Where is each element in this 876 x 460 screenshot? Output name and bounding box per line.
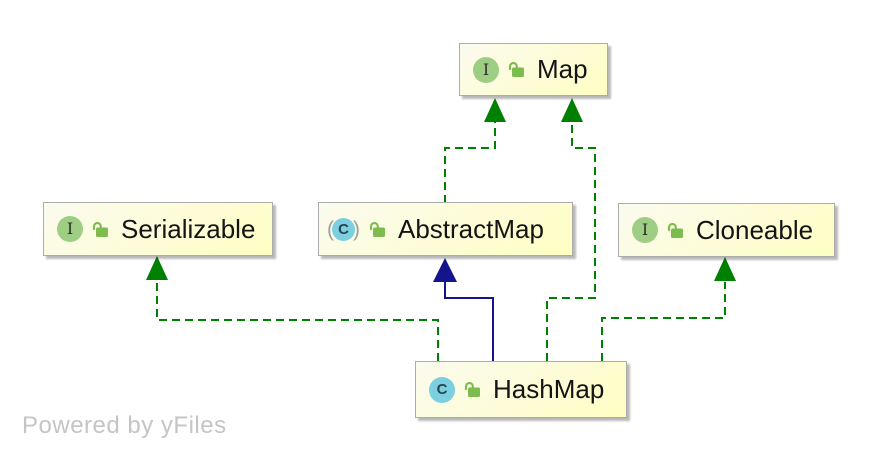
class-icon: C xyxy=(429,376,455,403)
triangle-arrowhead-icon xyxy=(561,98,583,122)
node-label: HashMap xyxy=(493,374,605,404)
edge-line[interactable] xyxy=(601,282,726,361)
class-icon-letter: C xyxy=(436,381,448,398)
node-label: Serializable xyxy=(121,213,256,244)
edge-hashmap-extends-abstractmap[interactable] xyxy=(433,258,494,361)
node-cloneable[interactable]: I Cloneable xyxy=(618,203,835,257)
interface-icon-letter: I xyxy=(66,219,74,238)
triangle-arrowhead-icon xyxy=(433,258,457,282)
node-map[interactable]: I Map xyxy=(459,43,608,96)
interface-icon: I xyxy=(632,217,658,243)
triangle-arrowhead-icon xyxy=(146,256,168,280)
edge-line[interactable] xyxy=(444,122,496,203)
interface-icon-letter: I xyxy=(641,220,649,239)
abstract-paren-open: ( xyxy=(327,217,334,241)
edge-line[interactable] xyxy=(156,280,439,361)
unlock-icon xyxy=(464,381,480,397)
interface-icon: I xyxy=(473,56,499,83)
triangle-arrowhead-icon xyxy=(714,257,736,281)
edge-line[interactable] xyxy=(444,282,494,361)
interface-icon: I xyxy=(57,216,83,242)
node-abstractmap[interactable]: ( C ) AbstractMap xyxy=(318,202,573,256)
node-serializable[interactable]: I Serializable xyxy=(43,202,273,256)
yfiles-watermark[interactable]: Powered by yFiles xyxy=(22,412,227,439)
edge-line[interactable] xyxy=(546,122,596,361)
edge-hashmap-implements-map[interactable] xyxy=(546,98,596,361)
abstract-class-icon: ( C ) xyxy=(327,217,360,241)
abstract-paren-close: ) xyxy=(353,217,360,241)
node-label: Cloneable xyxy=(696,214,814,245)
edge-hashmap-implements-cloneable[interactable] xyxy=(601,257,736,361)
node-label: AbstractMap xyxy=(398,213,544,244)
unlock-icon xyxy=(508,61,524,77)
edge-abstractmap-implements-map[interactable] xyxy=(444,98,506,203)
unlock-icon xyxy=(667,222,683,238)
class-icon-letter: C xyxy=(338,220,349,238)
unlock-icon xyxy=(369,221,385,237)
edge-hashmap-implements-serializable[interactable] xyxy=(146,256,439,361)
node-hashmap[interactable]: C HashMap xyxy=(415,361,627,418)
node-label: Map xyxy=(537,54,588,84)
interface-icon-letter: I xyxy=(482,59,490,79)
unlock-icon xyxy=(92,221,108,237)
triangle-arrowhead-icon xyxy=(484,98,506,122)
